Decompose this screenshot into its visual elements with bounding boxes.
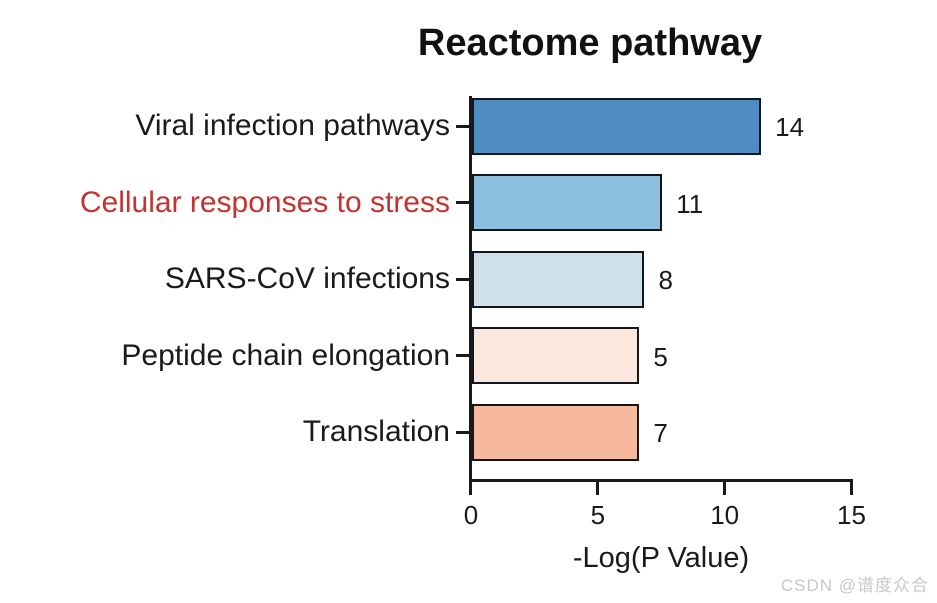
x-axis-tick-label: 10 [710, 500, 740, 530]
chart-title: Reactome pathway [417, 22, 763, 64]
bar [472, 250, 645, 308]
x-axis-tick-label: 5 [590, 500, 606, 530]
x-axis-tick [469, 482, 472, 495]
bar-count-label: 11 [676, 188, 704, 219]
x-axis-tick-label: 0 [463, 500, 479, 530]
x-axis-tick [849, 482, 853, 495]
bar [472, 97, 762, 155]
y-axis-tick [456, 201, 469, 204]
x-axis-tick [722, 482, 726, 495]
category-label: Translation [302, 415, 450, 448]
bar-count-label: 5 [653, 341, 668, 372]
category-label: SARS-CoV infections [164, 262, 450, 295]
y-axis-line [469, 96, 472, 482]
y-axis-tick [456, 277, 469, 281]
bar-count-label: 7 [653, 418, 668, 448]
bar-count-label: 14 [775, 112, 805, 142]
bar-count-label: 8 [658, 265, 673, 295]
y-axis-tick [456, 430, 469, 434]
x-axis-label: -Log(P Value) [572, 542, 750, 574]
bar [472, 327, 640, 384]
x-axis-line [469, 479, 853, 482]
bar [472, 174, 663, 231]
x-axis-tick [595, 482, 599, 495]
category-label: Viral infection pathways [135, 109, 450, 142]
category-label: Cellular responses to stress [79, 185, 450, 219]
y-axis-tick [456, 354, 469, 357]
x-axis-tick-label: 15 [837, 500, 866, 530]
bar [472, 403, 640, 461]
category-label: Peptide chain elongation [121, 338, 450, 372]
watermark: CSDN @谱度众合 [780, 576, 929, 595]
y-axis-tick [456, 124, 469, 128]
